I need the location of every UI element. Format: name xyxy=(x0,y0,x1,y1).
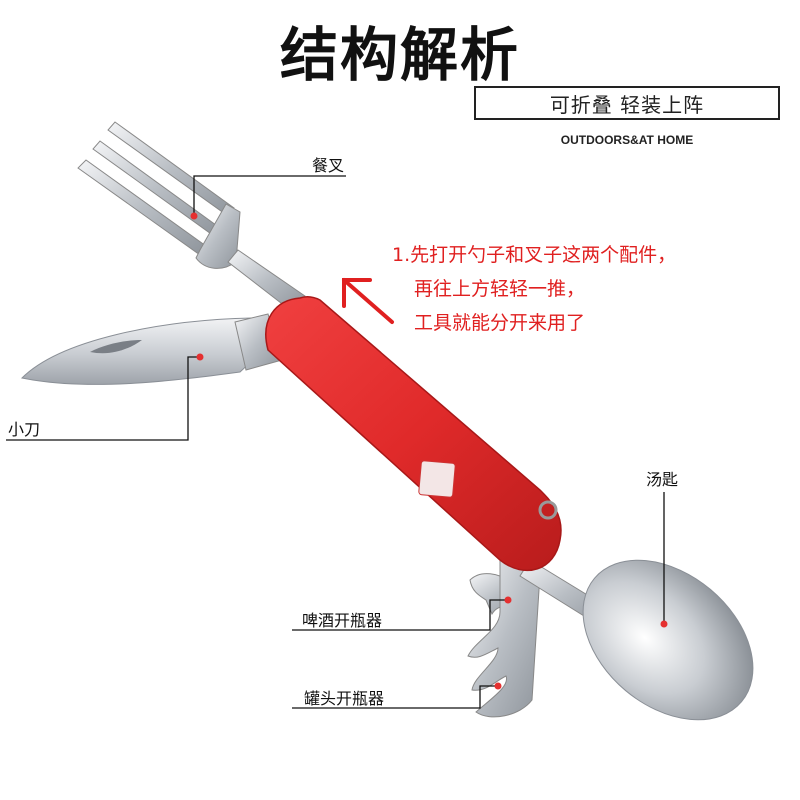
label-fork: 餐叉 xyxy=(312,156,345,175)
fork xyxy=(77,121,306,311)
label-knife: 小刀 xyxy=(8,420,41,439)
leader-lines xyxy=(6,175,665,709)
page-title: 结构解析 xyxy=(279,21,520,89)
red-arrow xyxy=(342,278,394,324)
knife xyxy=(20,313,283,385)
marker-dots xyxy=(190,212,668,690)
label-beer-opener: 啤酒开瓶器 xyxy=(302,611,383,630)
subtitle-english: OUTDOORS&AT HOME xyxy=(560,133,694,147)
usage-note-line-3: 工具就能分开来用了 xyxy=(414,312,586,334)
label-spoon: 汤匙 xyxy=(646,470,679,489)
subtitle-box: 可折叠 轻装上阵 xyxy=(474,86,780,120)
label-can-opener: 罐头开瓶器 xyxy=(304,689,385,708)
subtitle-text: 可折叠 轻装上阵 xyxy=(549,92,705,117)
usage-note: 1.先打开勺子和叉子这两个配件， 再往上方轻轻一推， 工具就能分开来用了 xyxy=(392,238,676,340)
red-body xyxy=(265,295,562,571)
spoon xyxy=(519,559,754,721)
usage-note-line-2: 再往上方轻轻一推， xyxy=(414,278,586,300)
openers xyxy=(467,559,541,718)
usage-note-line-1: 1.先打开勺子和叉子这两个配件， xyxy=(392,244,677,266)
